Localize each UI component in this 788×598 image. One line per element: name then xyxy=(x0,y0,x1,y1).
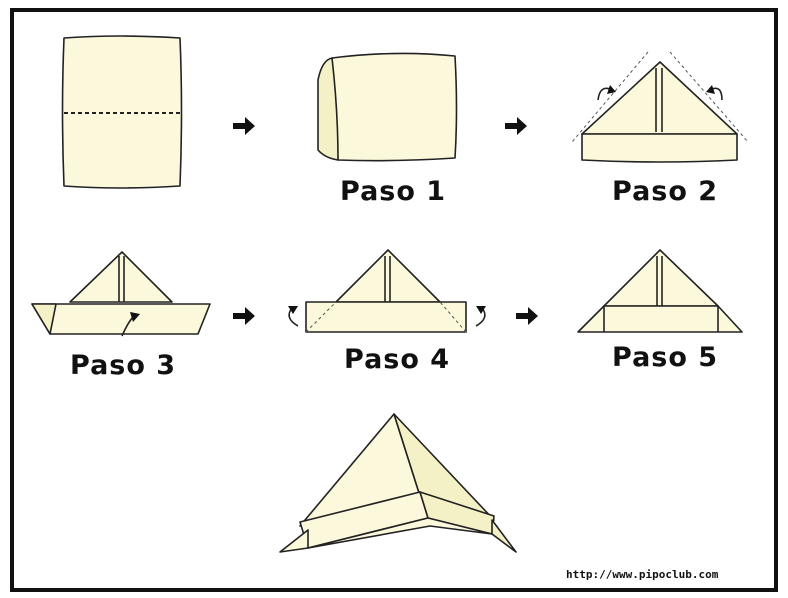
right-arrow-icon xyxy=(516,307,538,325)
step-2-label: Paso 2 xyxy=(612,176,718,207)
hat-shape-step4 xyxy=(288,250,486,332)
step-1-label: Paso 1 xyxy=(340,176,446,207)
hat-shape-step3 xyxy=(32,252,210,336)
sheet-unfolded xyxy=(63,36,182,188)
right-arrow-icon xyxy=(233,117,255,135)
right-arrow-icon xyxy=(505,117,527,135)
right-arrow-icon xyxy=(233,307,255,325)
source-url: http://www.pipoclub.com xyxy=(566,568,718,581)
step-5-label: Paso 5 xyxy=(612,342,718,373)
sheet-folded-step1 xyxy=(318,53,457,160)
hat-shape-step5 xyxy=(578,250,742,332)
finished-paper-hat xyxy=(280,414,516,552)
step-3-label: Paso 3 xyxy=(70,350,176,381)
triangle-fold-step2 xyxy=(572,52,748,162)
step-4-label: Paso 4 xyxy=(344,344,450,375)
